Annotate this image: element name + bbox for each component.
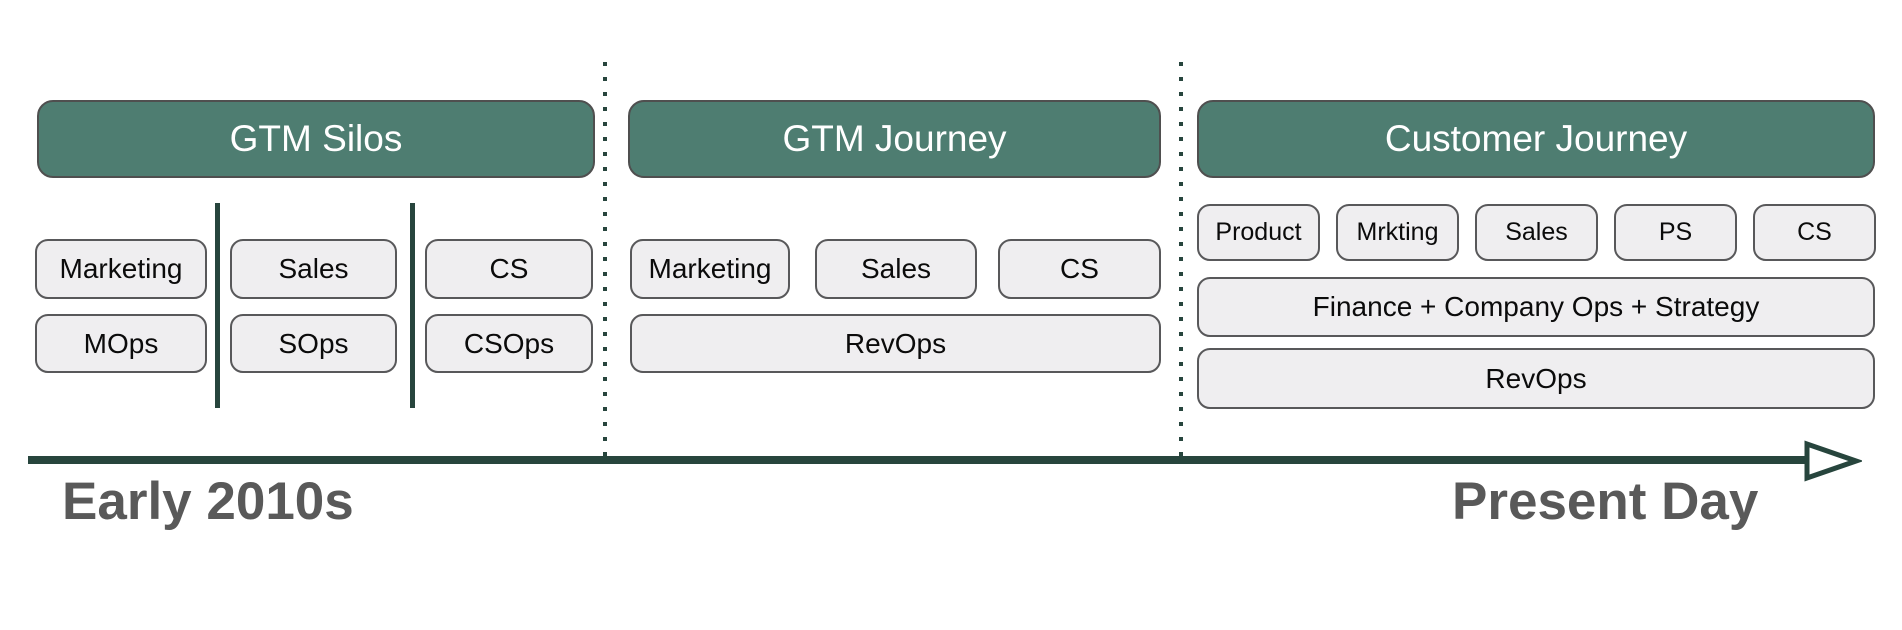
customer-finance-ops-strategy-box: Finance + Company Ops + Strategy [1197,277,1875,337]
customer-revops-box: RevOps [1197,348,1875,409]
customer-cs-box: CS [1753,204,1876,261]
silos-sops-box: SOps [230,314,397,373]
section-header-gtm-journey: GTM Journey [628,100,1161,178]
silos-cs-box: CS [425,239,593,299]
journey-sales-box: Sales [815,239,977,299]
silo-divider-line [410,203,415,408]
silos-csops-box: CSOps [425,314,593,373]
era-divider-dotted-line [603,62,607,456]
journey-revops-box: RevOps [630,314,1161,373]
section-header-gtm-silos: GTM Silos [37,100,595,178]
timeline-arrowhead-icon [1804,440,1862,482]
customer-sales-box: Sales [1475,204,1598,261]
silos-sales-box: Sales [230,239,397,299]
silos-marketing-box: Marketing [35,239,207,299]
silos-mops-box: MOps [35,314,207,373]
timeline-start-label: Early 2010s [62,472,354,531]
era-divider-dotted-line [1179,62,1183,456]
timeline-end-label: Present Day [1452,472,1759,531]
customer-product-box: Product [1197,204,1320,261]
section-header-customer-journey: Customer Journey [1197,100,1875,178]
journey-cs-box: CS [998,239,1161,299]
customer-ps-box: PS [1614,204,1737,261]
timeline-axis [28,456,1807,464]
customer-mrkting-box: Mrkting [1336,204,1459,261]
silo-divider-line [215,203,220,408]
journey-marketing-box: Marketing [630,239,790,299]
